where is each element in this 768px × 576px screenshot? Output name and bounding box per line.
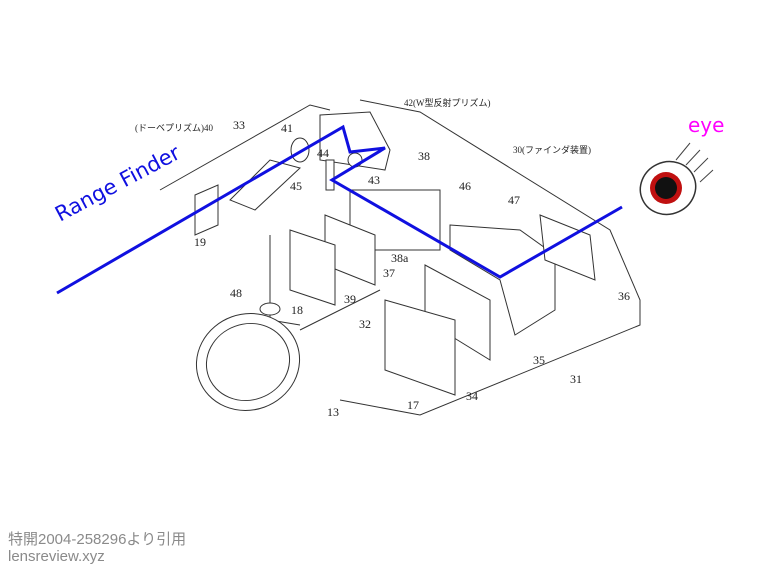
label-18: 18 [291,303,303,317]
label-43: 43 [368,173,380,187]
label-46: 46 [459,179,471,193]
label-17: 17 [407,398,419,412]
label-13: 13 [327,405,339,419]
label-37: 37 [383,266,395,280]
label-32: 32 [359,317,371,331]
label-34: 34 [466,389,478,403]
housing-outline [159,99,641,416]
site-caption: lensreview.xyz [8,548,105,565]
label-38: 38 [418,149,430,163]
label-38a: 38a [391,251,409,265]
label-36: 36 [618,289,630,303]
label-45: 45 [290,179,302,193]
label-31: 31 [570,372,582,386]
label-30: 30(ファインダ装置) [513,144,591,155]
source-caption: 特開2004-258296より引用 [8,531,187,548]
lens-13 [195,302,301,411]
range-finder-ray [56,124,623,295]
range-finder-label: Range Finder [51,140,184,226]
label-33: 33 [233,118,245,132]
label-39: 39 [344,292,356,306]
label-19: 19 [194,235,206,249]
label-42: 42(W型反射プリズム) [404,97,491,108]
dove-prism-40 [194,159,302,236]
label-48: 48 [230,286,242,300]
label-35: 35 [533,353,545,367]
label-40: (ドーベプリズム)40 [135,122,213,133]
label-44: 44 [317,146,329,160]
eye-icon [639,142,714,216]
part-labels: 42(W型反射プリズム) (ドーベプリズム)40 33 41 44 45 43 … [135,97,630,419]
prism-35 [384,214,596,396]
eye-label: eye [688,113,724,137]
display-plate-38 [289,189,441,306]
label-41: 41 [281,121,293,135]
label-47: 47 [508,193,520,207]
